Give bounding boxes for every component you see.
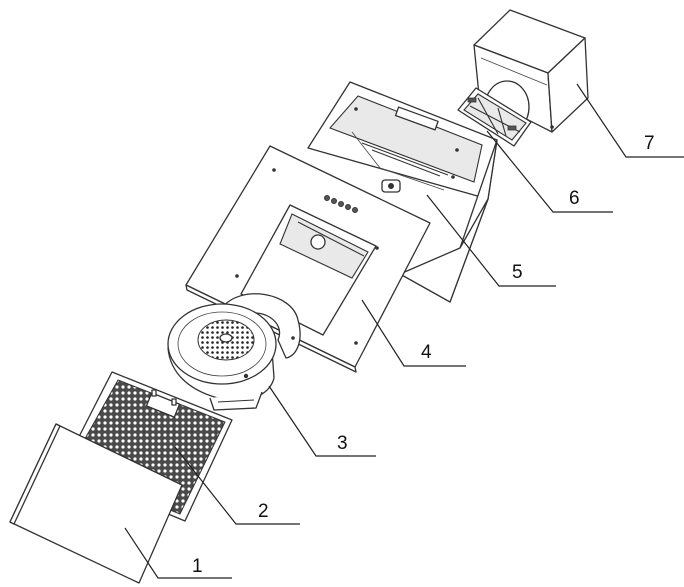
leader-2 [174, 446, 300, 525]
part-5-housing [307, 81, 498, 303]
callout-3: 3 [337, 433, 348, 454]
callout-2: 2 [258, 501, 269, 522]
leader-4 [361, 299, 466, 367]
part-1-cover-plate [9, 423, 183, 584]
callout-labels: 1 2 3 4 5 6 7 [192, 133, 655, 577]
leader-1 [124, 527, 232, 579]
leader-3 [268, 385, 376, 457]
part-3-blower-motor [167, 293, 301, 411]
callout-1: 1 [192, 556, 203, 577]
callout-5: 5 [512, 262, 523, 283]
leader-6 [486, 130, 613, 213]
leader-5 [426, 194, 556, 287]
leader-7 [576, 83, 684, 158]
part-6-outlet-bracket [457, 80, 532, 147]
callout-4: 4 [421, 342, 432, 363]
callout-7: 7 [644, 133, 655, 154]
callout-leaders [124, 83, 684, 579]
callout-6: 6 [569, 188, 580, 209]
